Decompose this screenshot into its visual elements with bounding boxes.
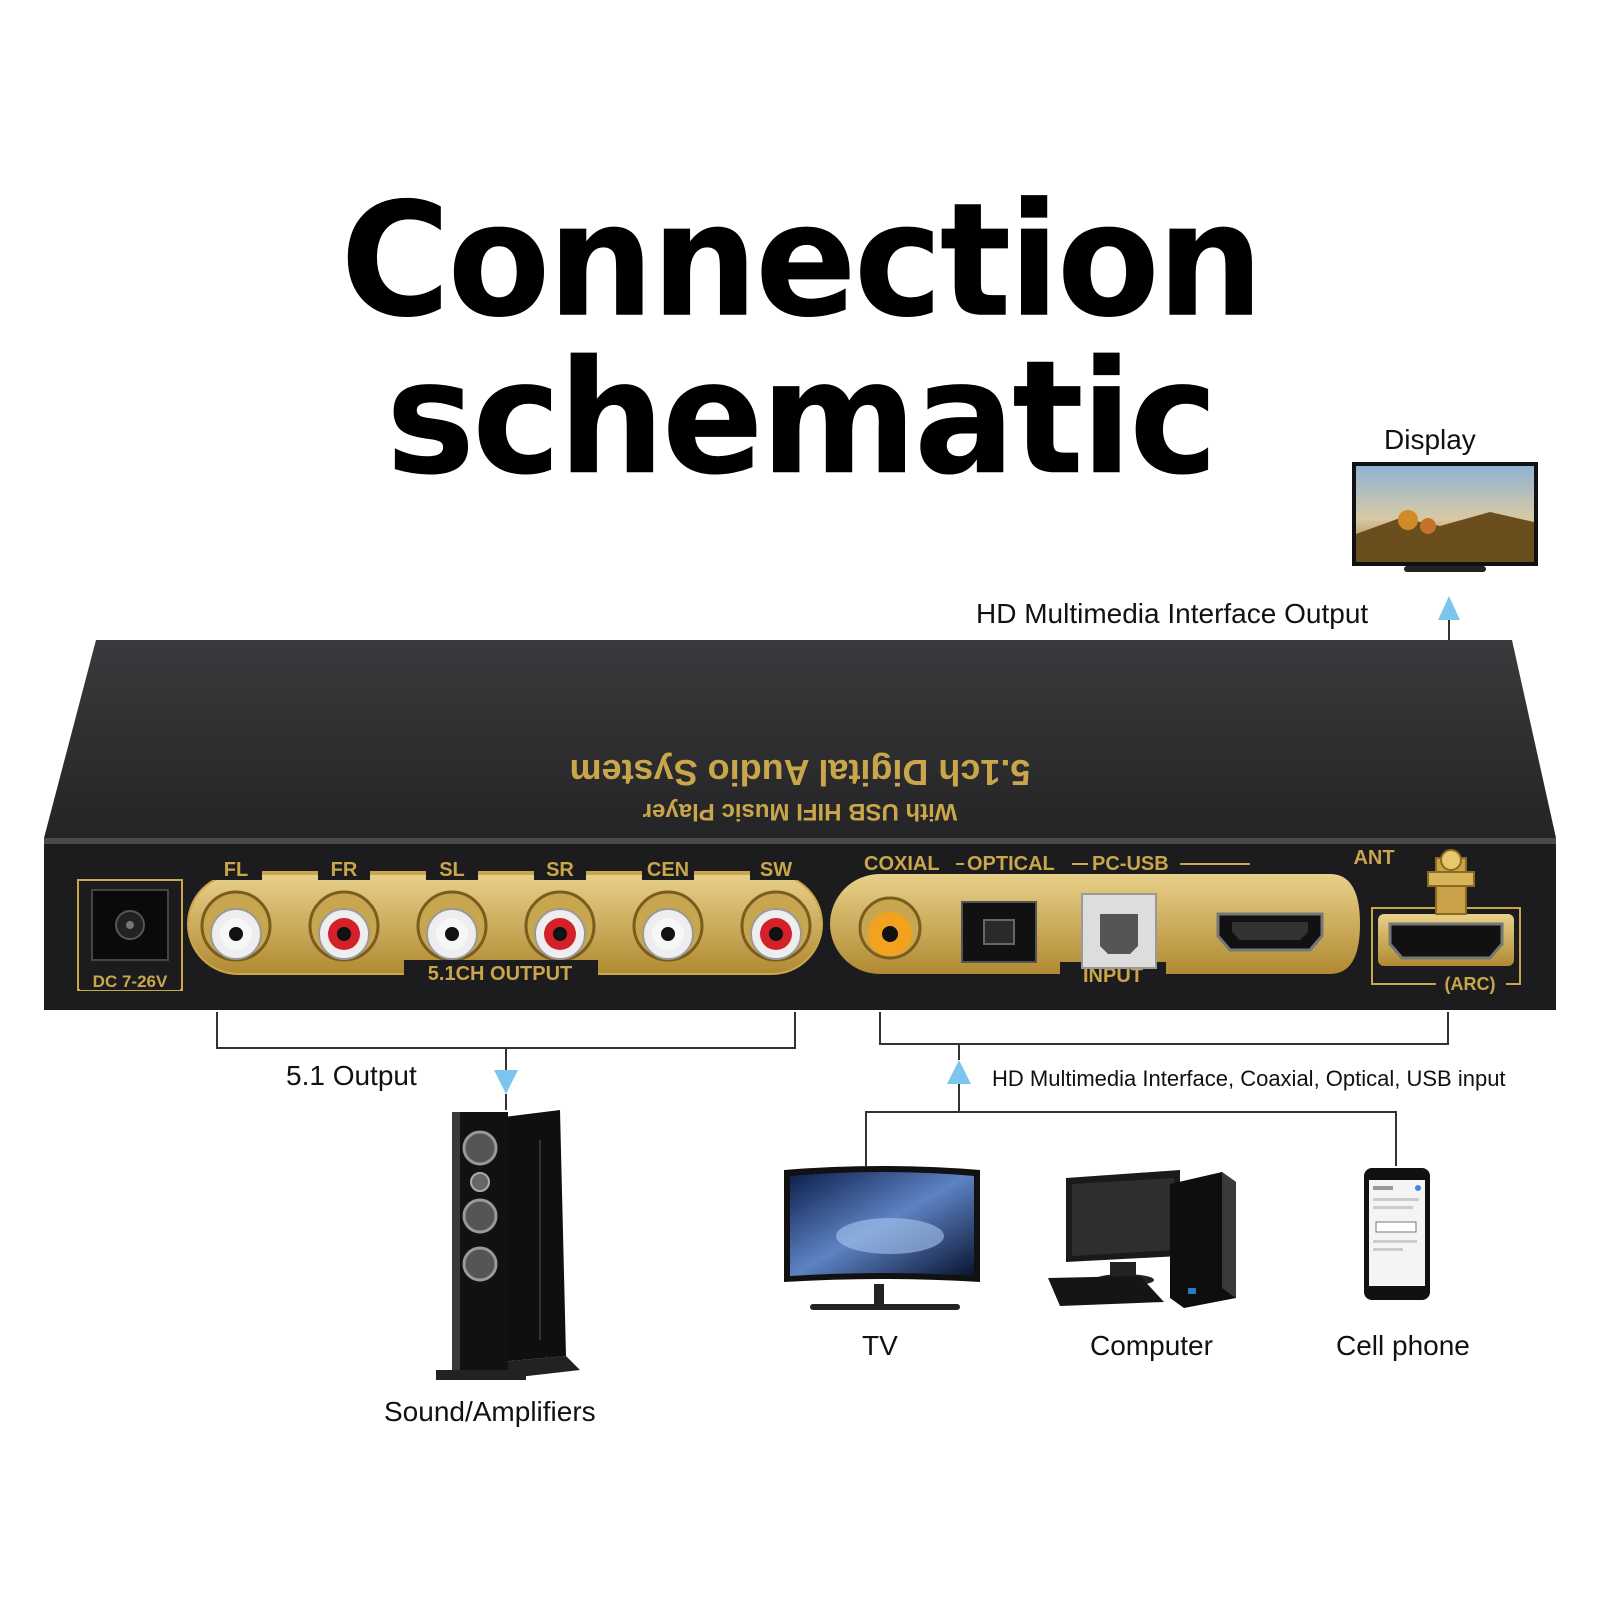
cell-phone-icon (1364, 1168, 1430, 1300)
device-name: 5.1ch Digital Audio System (570, 752, 1031, 793)
input-label-usb: PC-USB (1092, 853, 1169, 875)
optical-input-port (961, 901, 1037, 963)
display-label: Display (1384, 424, 1476, 455)
tv-label: TV (862, 1330, 898, 1361)
display-connection-label: HD Multimedia Interface Output (976, 598, 1369, 629)
connection-lines (216, 604, 1450, 1166)
channel-label-fr: FR (331, 859, 358, 881)
sources-connection-label: HD Multimedia Interface, Coaxial, Optica… (992, 1066, 1506, 1091)
device-top-face (44, 640, 1556, 838)
channel-label-sw: SW (760, 859, 792, 881)
arrow-up-input (947, 1060, 971, 1084)
arrow-up-display (1438, 596, 1460, 620)
channel-label-sl: SL (439, 859, 465, 881)
input-label-coaxial: COXIAL (864, 853, 940, 875)
channel-label-cen: CEN (647, 859, 689, 881)
arrow-down-speakers (494, 1070, 518, 1094)
speakers-connection-label: 5.1 Output (286, 1060, 417, 1091)
rca-output-sr (524, 890, 596, 962)
output-group-label: 5.1CH OUTPUT (428, 963, 572, 985)
rca-output-fl (200, 890, 272, 962)
speaker-icon (436, 1110, 580, 1380)
rca-output-fr (308, 890, 380, 962)
antenna-label: ANT (1353, 847, 1394, 869)
input-group-label: INPUT (1083, 965, 1143, 987)
power-label: DC 7-26V (93, 972, 168, 991)
display-icon (1352, 462, 1538, 572)
cell-phone-label: Cell phone (1336, 1330, 1470, 1361)
hdmi-arc-output-port (1388, 922, 1504, 960)
device-subtitle: With USB HIFI Music Player (643, 798, 958, 825)
computer-label: Computer (1090, 1330, 1213, 1361)
input-label-optical: OPTICAL (967, 853, 1055, 875)
computer-icon (1048, 1170, 1236, 1308)
channel-label-sr: SR (546, 859, 574, 881)
output-panel (187, 873, 823, 975)
channel-label-fl: FL (224, 859, 248, 881)
speakers-label: Sound/Amplifiers (384, 1396, 596, 1427)
tv-icon (784, 1166, 980, 1310)
page-title: Connection schematic (340, 169, 1263, 511)
rca-output-sl (416, 890, 488, 962)
rca-output-sw (740, 890, 812, 962)
audio-device: 5.1ch Digital Audio System With USB HIFI… (44, 640, 1556, 1010)
arc-label: (ARC) (1445, 974, 1496, 994)
rca-output-cen (632, 890, 704, 962)
